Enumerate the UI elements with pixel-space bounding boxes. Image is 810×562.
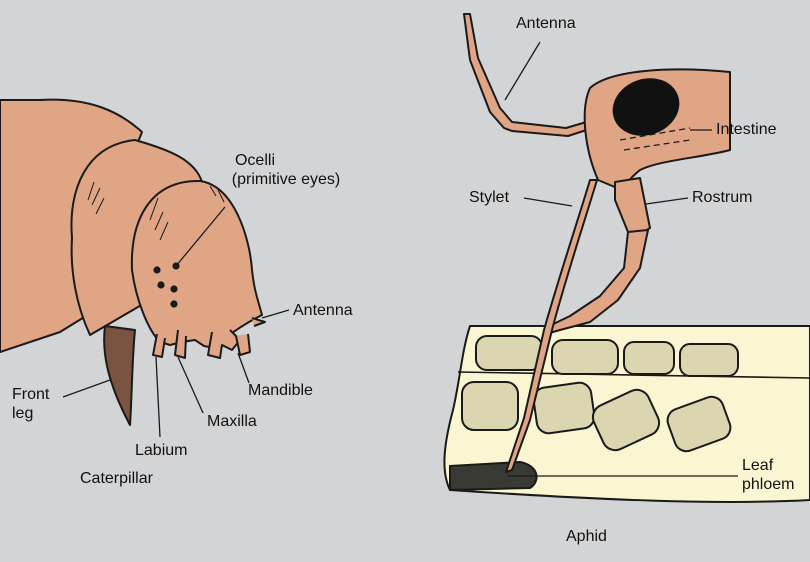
aphid-rostrum — [615, 178, 650, 234]
rostrum-leader — [646, 198, 688, 204]
caterpillar-drawing — [0, 100, 265, 425]
front-leg-label: Front leg — [12, 385, 49, 423]
stylet-label: Stylet — [469, 188, 509, 207]
leaf-cell — [532, 381, 596, 435]
front-leg-label-line1: Front — [12, 385, 49, 404]
aphid-caption: Aphid — [566, 527, 607, 546]
leaf-phloem-label: Leaf phloem — [742, 456, 794, 494]
ocellus — [154, 267, 159, 272]
aphid-antenna-label: Antenna — [516, 14, 576, 33]
front-leg — [104, 326, 135, 425]
antenna-leader — [262, 310, 289, 318]
leaf-phloem-label-line1: Leaf — [742, 456, 794, 475]
leaf-cell — [476, 336, 542, 370]
leaf-phloem-label-line2: phloem — [742, 475, 794, 494]
aphid-antenna-leader — [505, 42, 540, 100]
mandible-leader — [238, 353, 249, 383]
caterpillar-caption: Caterpillar — [80, 469, 153, 488]
ocelli-label-line1: Ocelli — [154, 151, 356, 170]
leaf-cell — [624, 342, 674, 374]
labium-label: Labium — [135, 441, 187, 460]
maxilla-leader — [178, 357, 203, 413]
ocellus — [171, 301, 176, 306]
intestine-label: Intestine — [716, 120, 776, 139]
stylet-leader — [524, 198, 572, 206]
ocelli-label-line2: (primitive eyes) — [216, 170, 356, 189]
mandible-part — [208, 330, 240, 358]
ocellus — [158, 282, 163, 287]
mandible-part-2 — [236, 334, 250, 355]
front-leg-label-line2: leg — [12, 404, 49, 423]
front-leg-leader — [63, 380, 110, 397]
labium-leader — [156, 357, 160, 437]
ocellus — [171, 286, 176, 291]
maxilla-label: Maxilla — [207, 412, 257, 431]
leaf-cell — [552, 340, 618, 374]
leaf-cell — [680, 344, 738, 376]
leaf-cell — [462, 382, 518, 430]
rostrum-label: Rostrum — [692, 188, 752, 207]
ocelli-label: Ocelli (primitive eyes) — [216, 151, 356, 189]
mandible-label: Mandible — [248, 381, 313, 400]
antenna-part — [252, 318, 265, 326]
caterpillar-antenna-label: Antenna — [293, 301, 353, 320]
caterpillar-head — [132, 181, 262, 348]
